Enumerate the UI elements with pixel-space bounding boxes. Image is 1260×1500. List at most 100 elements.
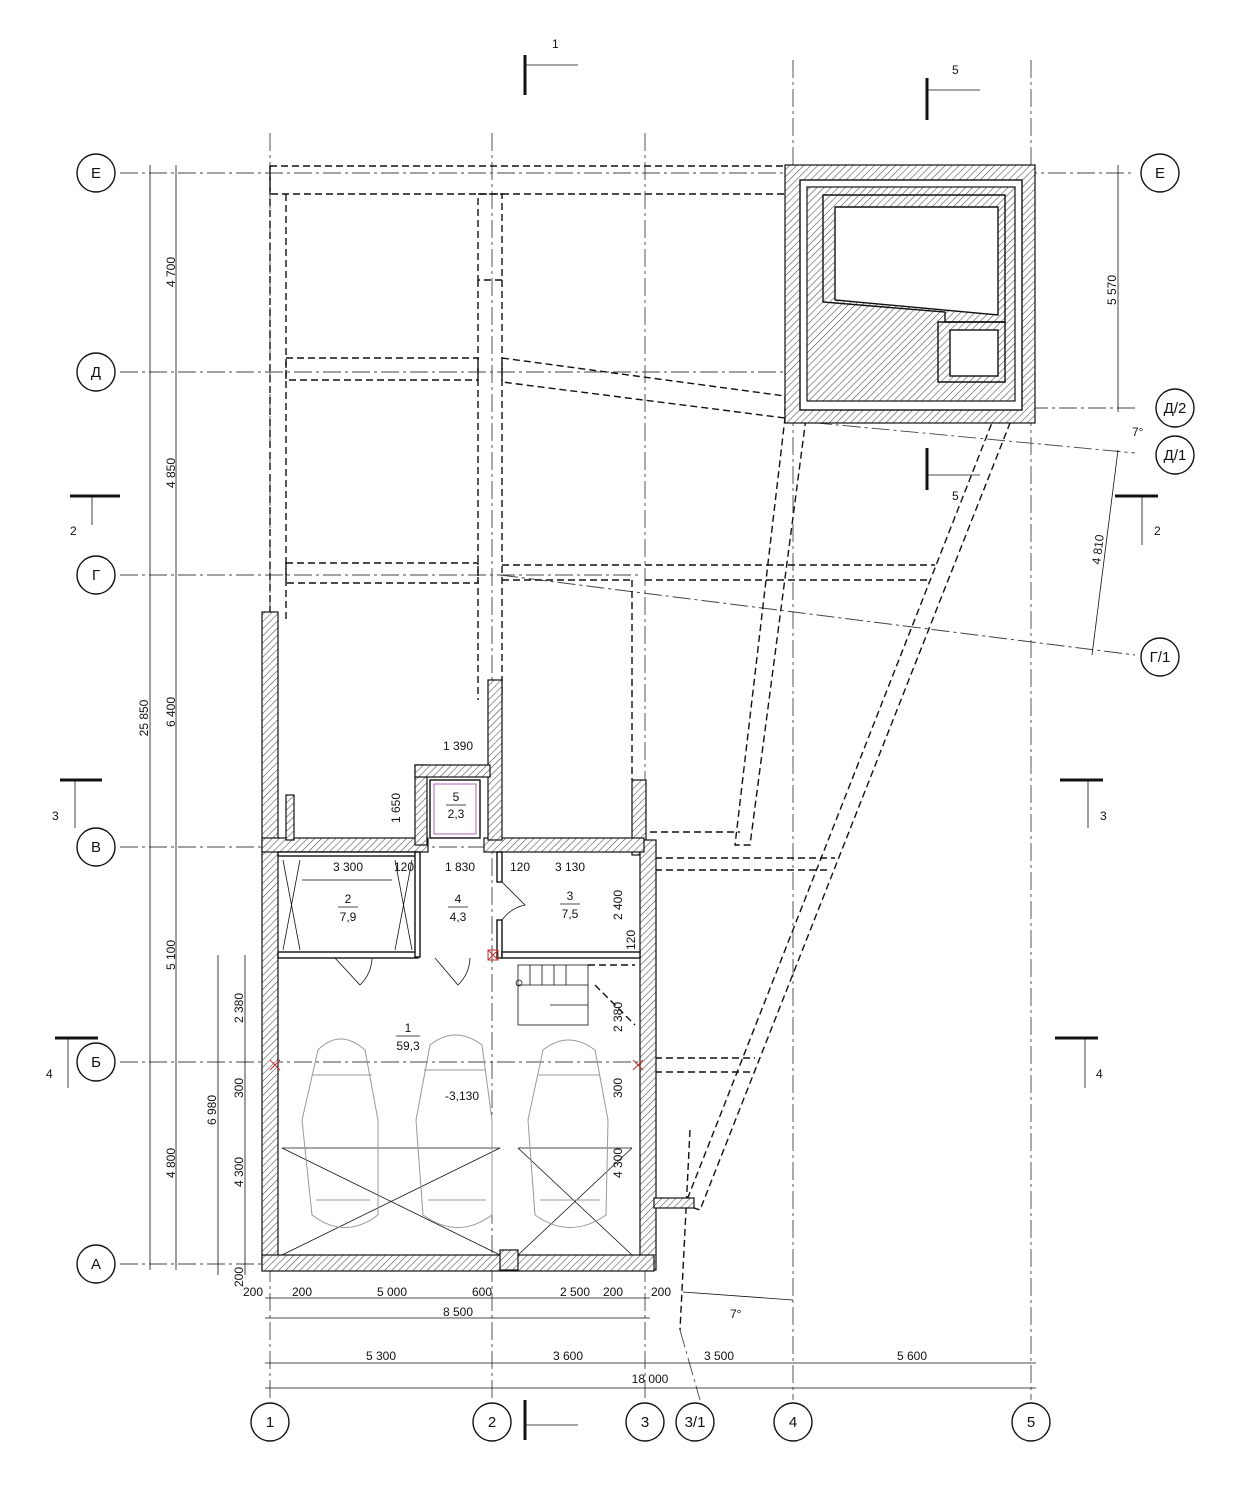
basement-walls <box>261 611 657 1272</box>
section-label-1: 1 <box>552 37 559 51</box>
svg-text:Г: Г <box>92 567 100 584</box>
dimension-lines <box>149 165 1119 1389</box>
svg-text:2: 2 <box>488 1414 496 1431</box>
tower <box>784 164 1036 424</box>
svg-text:2: 2 <box>345 892 352 906</box>
svg-text:3/1: 3/1 <box>685 1414 706 1431</box>
car-1 <box>301 1038 379 1228</box>
svg-text:Г/1: Г/1 <box>1150 649 1171 666</box>
dim-bottom-col-1: 3 600 <box>553 1349 583 1363</box>
section-label-3-right: 3 <box>1100 809 1107 823</box>
axis-col-2: 2 <box>472 1402 512 1442</box>
dim-garage-total: 8 500 <box>443 1305 473 1319</box>
dim-right-1: 4 810 <box>1089 533 1107 565</box>
dim-left-rows-3: 5 100 <box>164 940 178 970</box>
section-label-2-left: 2 <box>70 524 77 538</box>
dim-bottom-total: 18 000 <box>632 1372 669 1386</box>
room-1: 1 59,3 <box>396 1021 420 1053</box>
axis-row-E-left: Е <box>76 153 116 193</box>
dim-left-inner-3: 200 <box>232 1267 246 1287</box>
svg-text:А: А <box>91 1256 101 1273</box>
dim-int-120b: 120 <box>510 860 530 874</box>
svg-text:4: 4 <box>455 892 462 906</box>
dim-bottom-col-2: 3 500 <box>704 1349 734 1363</box>
svg-text:5: 5 <box>453 790 460 804</box>
dim-angle-right: 7° <box>1132 425 1144 439</box>
svg-text:7,9: 7,9 <box>340 910 357 924</box>
svg-text:1: 1 <box>405 1021 412 1035</box>
dim-int-120c: 120 <box>624 930 638 950</box>
dim-int-3130: 3 130 <box>555 860 585 874</box>
svg-text:59,3: 59,3 <box>396 1039 420 1053</box>
section-label-3-left: 3 <box>52 809 59 823</box>
axis-col-5: 5 <box>1011 1402 1051 1442</box>
level-mark: -3,130 <box>445 1089 479 1103</box>
dim-garage-0: 200 <box>243 1285 263 1299</box>
axis-row-G1-right: Г/1 <box>1140 637 1180 677</box>
section-label-5-top: 5 <box>952 63 959 77</box>
section-label-4-right: 4 <box>1096 1067 1103 1081</box>
dim-bottom-col-3: 5 600 <box>897 1349 927 1363</box>
svg-text:3: 3 <box>567 889 574 903</box>
axis-row-G-left: Г <box>76 555 116 595</box>
dim-right-0: 5 570 <box>1105 275 1119 305</box>
axis-row-D2-right: Д/2 <box>1155 388 1195 428</box>
dim-int-3300: 3 300 <box>333 860 363 874</box>
dim-left-total: 25 850 <box>137 699 151 736</box>
svg-text:1: 1 <box>266 1414 274 1431</box>
dim-int-4300: 4 300 <box>611 1148 625 1178</box>
dim-garage-6: 200 <box>651 1285 671 1299</box>
dim-left-inner-0: 2 380 <box>232 993 246 1023</box>
svg-text:Е: Е <box>91 165 101 182</box>
svg-text:4,3: 4,3 <box>450 910 467 924</box>
room-5: 5 2,3 <box>446 790 466 821</box>
axis-row-A-left: А <box>76 1244 116 1284</box>
dim-garage-2: 5 000 <box>377 1285 407 1299</box>
svg-text:В: В <box>91 839 101 856</box>
dim-angle-bottom: 7° <box>730 1307 742 1321</box>
section-markers <box>55 55 1158 1440</box>
axis-bubbles: Е Д Г В Б А Е Д/2 Д/1 Г/1 1 2 3 3/1 4 5 <box>76 153 1195 1442</box>
dim-int-1390: 1 390 <box>443 739 473 753</box>
axis-row-D1-right: Д/1 <box>1155 435 1195 475</box>
axis-col-3: 3 <box>625 1402 665 1442</box>
cars <box>301 1034 609 1228</box>
svg-text:4: 4 <box>789 1414 797 1431</box>
svg-text:7,5: 7,5 <box>562 907 579 921</box>
dimension-text: 4 700 4 850 6 400 5 100 4 800 25 850 2 3… <box>137 257 1144 1386</box>
car-2 <box>415 1034 493 1228</box>
axis-row-E-right: Е <box>1140 153 1180 193</box>
car-3 <box>527 1039 609 1228</box>
svg-text:Б: Б <box>91 1054 101 1071</box>
svg-text:2,3: 2,3 <box>448 807 465 821</box>
dim-int-120a: 120 <box>394 860 414 874</box>
axis-col-4: 4 <box>773 1402 813 1442</box>
dim-left-inner-1: 300 <box>232 1078 246 1098</box>
room-4: 4 4,3 <box>448 892 468 924</box>
section-labels: 1 5 5 1 2 2 3 3 4 4 <box>46 37 1161 1081</box>
axis-row-V-left: В <box>76 827 116 867</box>
svg-text:3: 3 <box>641 1414 649 1431</box>
svg-text:Е: Е <box>1155 165 1165 182</box>
stairs <box>515 964 636 1026</box>
dim-garage-4: 2 500 <box>560 1285 590 1299</box>
room-labels: 1 59,3 2 7,9 3 7,5 4 4,3 5 2,3 -3,130 <box>338 790 580 1103</box>
axis-col-1: 1 <box>250 1402 290 1442</box>
dim-left-inner-total: 6 980 <box>205 1095 219 1125</box>
dim-left-rows-1: 4 850 <box>164 458 178 488</box>
room-2: 2 7,9 <box>338 892 358 924</box>
svg-text:5: 5 <box>1027 1414 1035 1431</box>
section-label-5-bottom: 5 <box>952 489 959 503</box>
dim-left-rows-4: 4 800 <box>164 1148 178 1178</box>
axis-row-B-left: Б <box>76 1042 116 1082</box>
dim-int-2380: 2 380 <box>611 1002 625 1032</box>
dim-int-300: 300 <box>611 1078 625 1098</box>
dim-int-1650: 1 650 <box>389 793 403 823</box>
dim-garage-5: 200 <box>603 1285 623 1299</box>
svg-text:Д/2: Д/2 <box>1164 400 1187 417</box>
svg-text:Д: Д <box>91 364 101 381</box>
dim-garage-3: 600 <box>472 1285 492 1299</box>
section-label-4-left: 4 <box>46 1067 53 1081</box>
dim-left-rows-2: 6 400 <box>164 697 178 727</box>
